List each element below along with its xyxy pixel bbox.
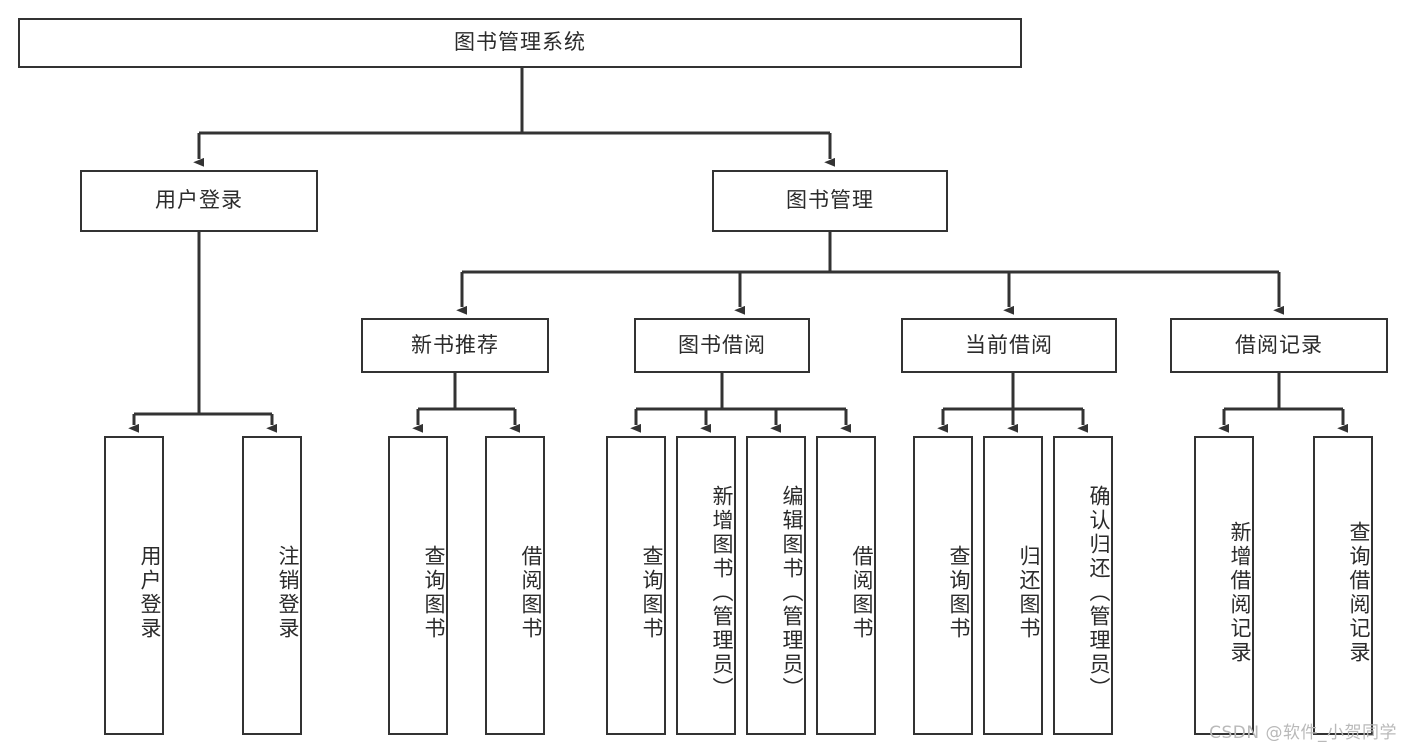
- leaf-borrow-book-recommend[interactable]: 借阅图书: [485, 436, 545, 735]
- leaf-logout-login-label: 注销登录: [276, 544, 300, 641]
- node-root[interactable]: 图书管理系统: [18, 18, 1022, 68]
- watermark-text: CSDN @软件_小贺同学: [1209, 723, 1397, 743]
- leaf-logout-login[interactable]: 注销登录: [242, 436, 302, 735]
- leaf-user-login[interactable]: 用户登录: [104, 436, 164, 735]
- leaf-query-borrow-record[interactable]: 查询借阅记录: [1313, 436, 1373, 735]
- leaf-return-book-label: 归还图书: [1017, 544, 1041, 641]
- node-current-borrow[interactable]: 当前借阅: [901, 318, 1117, 373]
- leaf-query-book-borrow-label: 查询图书: [640, 544, 664, 641]
- leaf-query-book-current-label: 查询图书: [947, 544, 971, 641]
- leaf-query-book-recommend-label: 查询图书: [422, 544, 446, 641]
- node-root-label: 图书管理系统: [454, 30, 586, 55]
- leaf-query-book-borrow[interactable]: 查询图书: [606, 436, 666, 735]
- leaf-borrow-book[interactable]: 借阅图书: [816, 436, 876, 735]
- leaf-confirm-return-admin-label: 确认归还（管理员）: [1087, 484, 1111, 701]
- leaf-query-borrow-record-label: 查询借阅记录: [1347, 520, 1371, 665]
- leaf-confirm-return-admin[interactable]: 确认归还（管理员）: [1053, 436, 1113, 735]
- node-borrow-record[interactable]: 借阅记录: [1170, 318, 1388, 373]
- node-book-manage[interactable]: 图书管理: [712, 170, 948, 232]
- leaf-borrow-book-label: 借阅图书: [850, 544, 874, 641]
- node-book-borrow[interactable]: 图书借阅: [634, 318, 810, 373]
- leaf-edit-book-admin[interactable]: 编辑图书（管理员）: [746, 436, 806, 735]
- node-new-book-recommend[interactable]: 新书推荐: [361, 318, 549, 373]
- node-borrow-record-label: 借阅记录: [1235, 332, 1323, 357]
- node-new-book-recommend-label: 新书推荐: [411, 332, 499, 357]
- leaf-return-book[interactable]: 归还图书: [983, 436, 1043, 735]
- node-book-borrow-label: 图书借阅: [678, 332, 766, 357]
- leaf-add-book-admin[interactable]: 新增图书（管理员）: [676, 436, 736, 735]
- leaf-edit-book-admin-label: 编辑图书（管理员）: [780, 484, 804, 701]
- leaf-query-book-current[interactable]: 查询图书: [913, 436, 973, 735]
- node-user-login[interactable]: 用户登录: [80, 170, 318, 232]
- node-user-login-label: 用户登录: [155, 188, 243, 213]
- node-book-manage-label: 图书管理: [786, 188, 874, 213]
- node-current-borrow-label: 当前借阅: [965, 332, 1053, 357]
- leaf-user-login-label: 用户登录: [138, 544, 162, 641]
- leaf-add-book-admin-label: 新增图书（管理员）: [710, 484, 734, 701]
- leaf-borrow-book-recommend-label: 借阅图书: [519, 544, 543, 641]
- leaf-query-book-recommend[interactable]: 查询图书: [388, 436, 448, 735]
- leaf-add-borrow-record-label: 新增借阅记录: [1228, 520, 1252, 665]
- leaf-add-borrow-record[interactable]: 新增借阅记录: [1194, 436, 1254, 735]
